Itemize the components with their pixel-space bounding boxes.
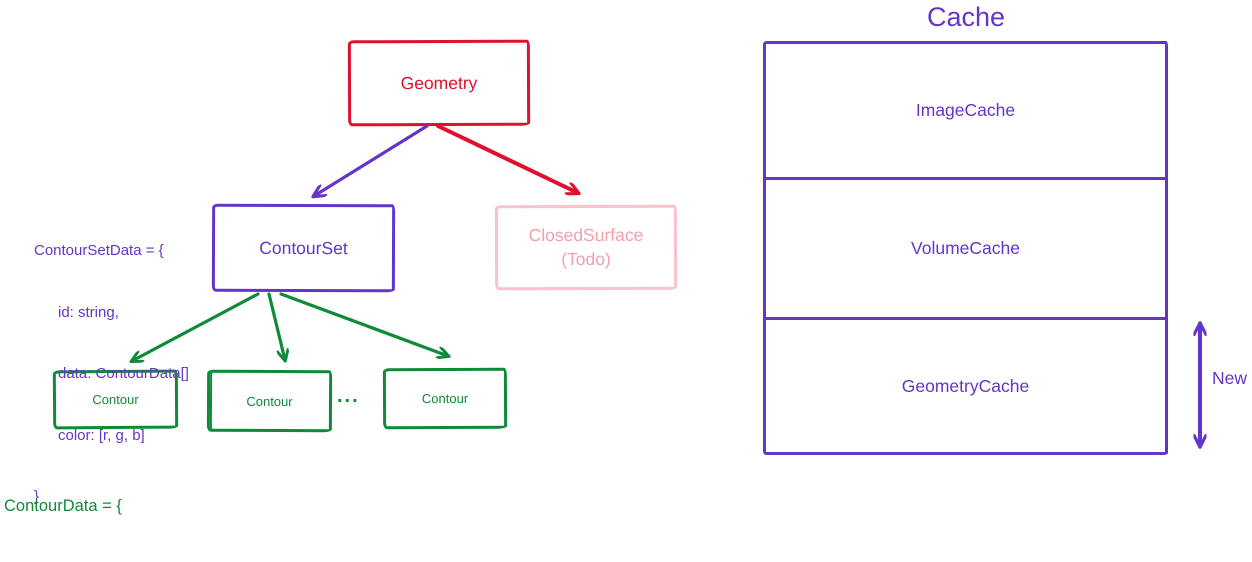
arrow-contourset-to-contour-3[interactable]	[279, 292, 448, 356]
geometry-node-label: Geometry	[400, 72, 478, 93]
contourset-data-code[interactable]: ContourSetData = { id: string, data: Con…	[34, 200, 189, 549]
contour-data-code[interactable]: ContourData = { points: Point3[ ], type:…	[4, 449, 190, 562]
imagecache-label: ImageCache	[915, 100, 1016, 120]
contourset-node[interactable]: ContourSet	[211, 203, 396, 293]
contourset-code-line-3: data: ContourData[]	[58, 365, 189, 382]
cache-section-imagecache[interactable]: ImageCache	[766, 44, 1165, 180]
new-label: New	[1212, 368, 1248, 388]
contour-node-3-label: Contour	[421, 390, 469, 407]
arrow-geometry-to-contourset[interactable]	[314, 124, 429, 196]
closedsurface-label-line1: ClosedSurface	[528, 224, 644, 246]
contourset-code-line-1: ContourSetData = {	[34, 242, 164, 259]
contourset-code-line-4: color: [r, g, b]	[58, 426, 145, 444]
cache-stack[interactable]: ImageCache VolumeCache GeometryCache	[763, 41, 1168, 455]
cache-section-geometrycache[interactable]: GeometryCache	[766, 320, 1165, 452]
contourset-code-line-5: }	[34, 488, 40, 505]
cache-section-volumecache[interactable]: VolumeCache	[766, 180, 1165, 320]
contour-node-3[interactable]: Contour	[382, 367, 508, 430]
contourset-code-line-2: id: string,	[58, 303, 119, 321]
contourset-node-label: ContourSet	[259, 237, 348, 258]
geometrycache-label: GeometryCache	[901, 375, 1030, 396]
geometry-node[interactable]: Geometry	[347, 39, 531, 127]
arrow-geometry-to-closedsurface[interactable]	[436, 124, 578, 193]
contour-node-2[interactable]: Contour	[206, 369, 333, 433]
closedsurface-node[interactable]: ClosedSurface (Todo)	[494, 204, 678, 291]
contour-ellipsis: ...	[337, 385, 360, 407]
volumecache-label: VolumeCache	[911, 238, 1020, 258]
contour-code-line-1: ContourData = {	[4, 497, 122, 515]
contour-node-2-label: Contour	[246, 393, 293, 409]
closedsurface-node-label: ClosedSurface (Todo)	[529, 224, 644, 272]
arrow-contourset-to-contour-2[interactable]	[267, 292, 285, 360]
cache-title: Cache	[926, 2, 1006, 32]
closedsurface-label-line2: (Todo)	[561, 248, 611, 269]
